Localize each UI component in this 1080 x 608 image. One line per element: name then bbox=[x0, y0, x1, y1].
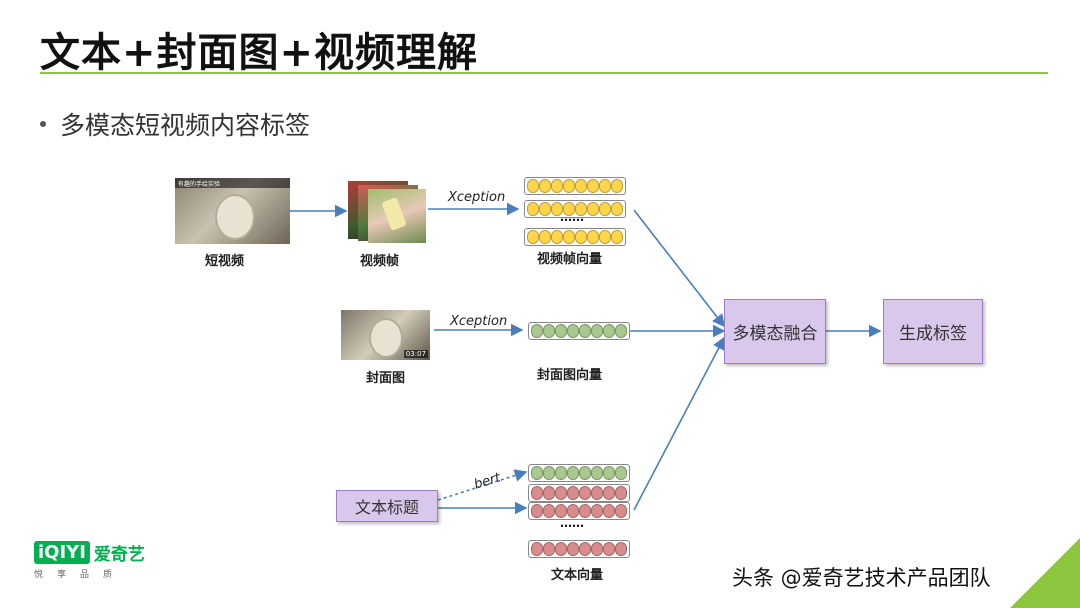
label-short-video: 短视频 bbox=[205, 254, 245, 269]
label-video-frames: 视频帧 bbox=[360, 254, 400, 269]
video-frame-front bbox=[368, 189, 426, 243]
edge-label-xception-2: Xception bbox=[450, 314, 508, 329]
label-cover-image: 封面图 bbox=[366, 371, 406, 386]
video-caption: 有趣的手绘实验 bbox=[178, 181, 221, 188]
logo-name: 爱奇艺 bbox=[93, 545, 145, 565]
frame-vector-1 bbox=[524, 177, 626, 195]
text-vector-n bbox=[528, 540, 630, 558]
text-vector-bert bbox=[528, 464, 630, 482]
page-title: 文本+封面图+视频理解 bbox=[40, 30, 479, 76]
logo-mark: iQIYI bbox=[34, 541, 90, 564]
arrow-text-vec-to-fusion bbox=[633, 336, 725, 511]
edge-label-xception-1: Xception bbox=[448, 190, 506, 205]
bullet-text: 多模态短视频内容标签 bbox=[60, 111, 311, 140]
cover-image-thumbnail: 03:07 bbox=[341, 310, 430, 360]
label-frame-vectors: 视频帧向量 bbox=[537, 252, 603, 267]
cover-duration: 03:07 bbox=[403, 350, 428, 358]
corner-decoration bbox=[1010, 538, 1080, 608]
logo-slogan: 悦享品质 bbox=[34, 570, 127, 580]
label-cover-vector: 封面图向量 bbox=[537, 368, 603, 383]
watermark: 头条 @爱奇艺技术产品团队 bbox=[732, 566, 991, 590]
text-vector-1 bbox=[528, 484, 630, 502]
frame-vector-ellipsis: …… bbox=[560, 210, 584, 224]
text-vector-2 bbox=[528, 502, 630, 520]
arrow-frames-vec-to-fusion bbox=[633, 209, 725, 328]
label-text-vectors: 文本向量 bbox=[551, 568, 604, 583]
bullet-dot-icon bbox=[40, 121, 46, 127]
title-divider bbox=[40, 72, 1048, 74]
text-title-box: 文本标题 bbox=[336, 490, 438, 522]
frame-vector-n bbox=[524, 228, 626, 246]
short-video-thumbnail: 有趣的手绘实验 bbox=[175, 178, 290, 244]
bullet-item: 多模态短视频内容标签 bbox=[40, 106, 310, 142]
text-vector-ellipsis: …… bbox=[560, 516, 584, 530]
generate-tags-box: 生成标签 bbox=[883, 299, 983, 364]
cover-vector bbox=[528, 322, 630, 340]
frame-vector-2 bbox=[524, 200, 626, 218]
fusion-box: 多模态融合 bbox=[724, 299, 826, 364]
